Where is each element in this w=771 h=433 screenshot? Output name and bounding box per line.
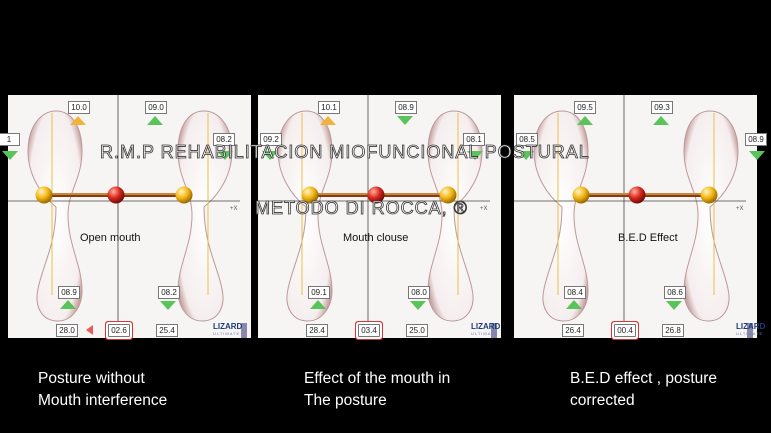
top-left-arrow-icon <box>577 116 593 125</box>
watermark-line-2: METODO DI ROCCA, ® <box>255 198 468 219</box>
left-load-marker <box>35 186 53 204</box>
lizard-logo: LIZARD ULTIMATE <box>471 322 500 336</box>
top-left-arrow-icon <box>320 116 336 125</box>
caption-3-line-2: corrected <box>570 392 635 409</box>
bottom-right-arrow-icon <box>160 301 176 310</box>
bottom-left-value: 08.9 <box>58 286 80 299</box>
caption-3-line-1: B.E.D effect , posture <box>570 370 718 387</box>
lizard-logo: LIZARD ULTIMATE <box>736 322 765 336</box>
center-of-pressure-marker <box>367 186 385 204</box>
bottom-right-arrow-icon <box>666 301 682 310</box>
left-foot-outline <box>27 110 83 322</box>
top-left-value: 10.0 <box>68 101 90 114</box>
side-left-value: 1 <box>0 133 20 146</box>
right-foot-outline <box>427 110 483 322</box>
stabilometry-panel-1: 10.0 09.0 1 08.2 +X Open mouth 08.9 08.2… <box>0 95 251 338</box>
x-axis-label: +X <box>480 206 488 212</box>
logo-text: LIZARD <box>213 322 243 331</box>
logo-text: LIZARD <box>736 322 766 331</box>
lizard-logo: LIZARD ULTIMATE <box>213 322 242 336</box>
center-load-value: 02.6 <box>108 324 130 337</box>
bottom-right-value: 08.0 <box>408 286 430 299</box>
shift-left-arrow-icon <box>86 325 93 335</box>
top-left-value: 09.5 <box>574 101 596 114</box>
bottom-left-arrow-icon <box>310 300 326 309</box>
right-load-value: 25.0 <box>406 324 428 337</box>
watermark-line-1: R.M.P REHABILITACION MIOFUNCIONAL POSTUR… <box>100 142 590 163</box>
top-right-arrow-icon <box>397 116 413 125</box>
right-load-value: 25.4 <box>156 324 178 337</box>
bottom-left-value: 09.1 <box>308 286 330 299</box>
right-foot-outline <box>683 110 739 322</box>
caption-2-line-2: The posture <box>304 392 387 409</box>
foot-chart <box>514 95 757 338</box>
bottom-right-value: 08.2 <box>158 286 180 299</box>
top-left-value: 10.1 <box>318 101 340 114</box>
caption-1: Posture without Mouth interference <box>38 368 167 412</box>
left-load-value: 28.0 <box>56 324 78 337</box>
side-left-arrow-icon <box>262 151 278 160</box>
left-load-value: 26.4 <box>562 324 584 337</box>
side-right-arrow-icon <box>749 151 765 160</box>
condition-label: B.E.D Effect <box>618 232 678 244</box>
side-left-value: 09.2 <box>260 133 282 146</box>
bottom-right-value: 08.6 <box>664 286 686 299</box>
top-right-value: 09.3 <box>651 101 673 114</box>
side-right-arrow-icon <box>217 151 233 160</box>
bottom-left-arrow-icon <box>60 300 76 309</box>
left-foot-outline <box>533 110 589 322</box>
logo-text: LIZARD <box>471 322 501 331</box>
right-load-marker <box>175 186 193 204</box>
center-load-value: 03.4 <box>358 324 380 337</box>
center-of-pressure-marker <box>628 186 646 204</box>
bottom-left-value: 08.4 <box>564 286 586 299</box>
top-right-value: 08.9 <box>395 101 417 114</box>
top-right-value: 09.0 <box>145 101 167 114</box>
foot-chart <box>8 95 251 338</box>
right-load-marker <box>439 186 457 204</box>
top-right-arrow-icon <box>653 116 669 125</box>
caption-2: Effect of the mouth in The posture <box>304 368 450 412</box>
bottom-left-arrow-icon <box>566 300 582 309</box>
logo-subtext: ULTIMATE <box>736 331 764 336</box>
caption-1-line-1: Posture without <box>38 370 145 387</box>
side-right-value: 08.1 <box>463 133 485 146</box>
logo-subtext: ULTIMATE <box>471 331 499 336</box>
caption-2-line-1: Effect of the mouth in <box>304 370 451 387</box>
side-left-value: 08.5 <box>516 133 538 146</box>
side-right-arrow-icon <box>467 151 483 160</box>
caption-3: B.E.D effect , posture corrected <box>570 368 717 412</box>
bottom-right-arrow-icon <box>410 301 426 310</box>
logo-subtext: ULTIMATE <box>213 331 241 336</box>
stabilometry-panel-2: 10.1 08.9 09.2 08.1 +X Mouth clouse 09.1… <box>258 95 501 338</box>
side-left-arrow-icon <box>518 151 534 160</box>
condition-label: Mouth clouse <box>343 232 409 244</box>
center-load-value: 00.4 <box>614 324 636 337</box>
right-foot-outline <box>177 110 233 322</box>
condition-label: Open mouth <box>80 232 141 244</box>
right-load-value: 26.8 <box>662 324 684 337</box>
right-load-marker <box>700 186 718 204</box>
side-left-arrow-icon <box>2 151 18 160</box>
x-axis-label: +X <box>230 206 238 212</box>
left-foot-outline <box>277 110 333 322</box>
top-right-arrow-icon <box>147 116 163 125</box>
side-right-value: 08.2 <box>213 133 235 146</box>
stabilometry-panel-3: 09.5 09.3 08.5 08.9 +X B.E.D Effect 08.4… <box>514 95 767 338</box>
caption-1-line-2: Mouth interference <box>38 392 168 409</box>
left-load-value: 28.4 <box>306 324 328 337</box>
x-axis-label: +X <box>736 206 744 212</box>
left-load-marker <box>572 186 590 204</box>
left-load-marker <box>301 186 319 204</box>
side-right-value: 08.9 <box>745 133 767 146</box>
center-of-pressure-marker <box>107 186 125 204</box>
foot-chart <box>258 95 501 338</box>
top-left-arrow-icon <box>70 116 86 125</box>
